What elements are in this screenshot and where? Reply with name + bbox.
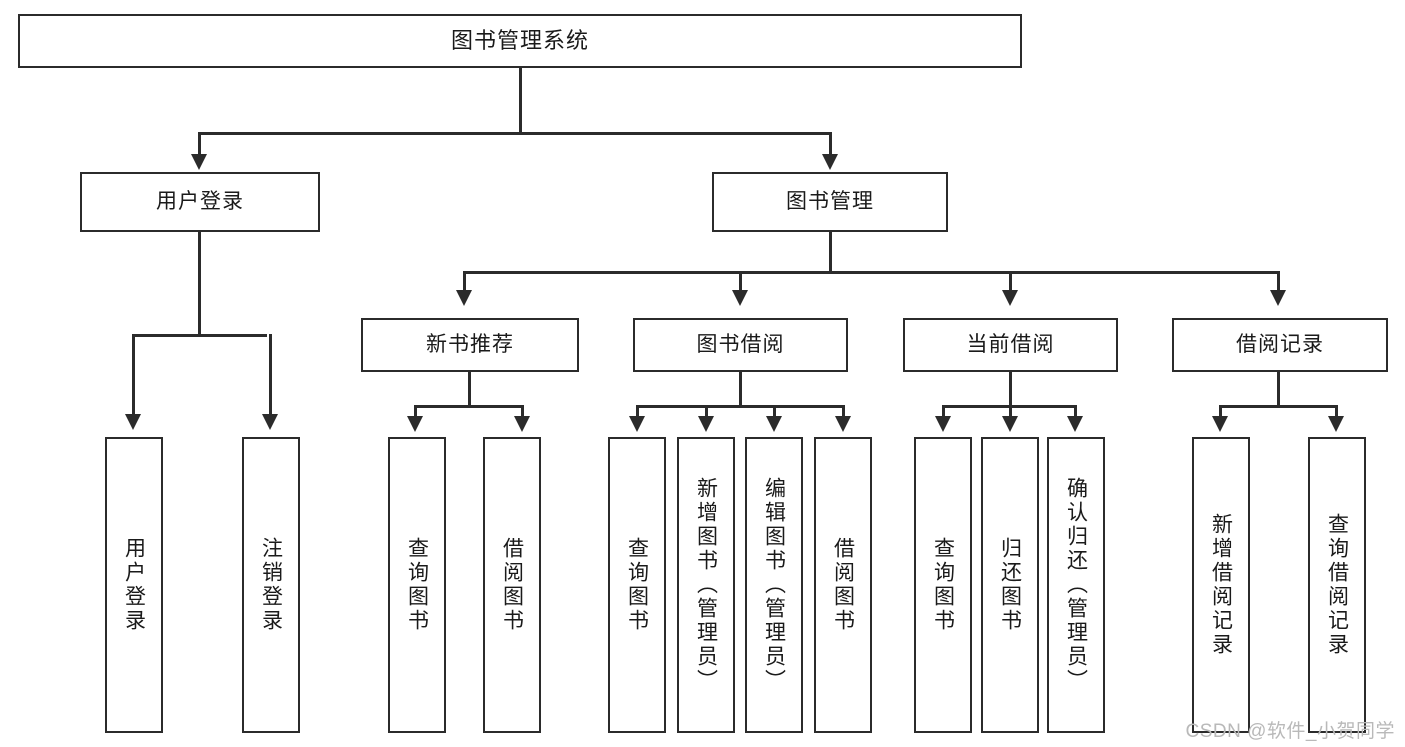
node-label: 当前借阅 <box>966 333 1055 357</box>
node-user-login[interactable]: 用户登录 <box>80 172 320 232</box>
leaf-edit-book-admin[interactable]: 编辑图书（管理员） <box>745 437 803 733</box>
node-label: 图书管理系统 <box>450 28 589 54</box>
connector-to-borrow-record <box>1277 271 1280 293</box>
node-current-borrow[interactable]: 当前借阅 <box>903 318 1118 372</box>
connector-new-book-stem <box>468 372 471 408</box>
node-label: 新书推荐 <box>426 333 514 357</box>
connector-user-login-drop-1 <box>132 334 135 418</box>
connector-book-borrow-drop-2 <box>705 405 708 419</box>
leaf-add-borrow-record[interactable]: 新增借阅记录 <box>1192 437 1250 733</box>
connector-user-login-bar <box>132 334 267 337</box>
arrow-book-borrow-leaf-4 <box>835 416 851 432</box>
arrow-to-book-manage <box>822 154 838 170</box>
connector-borrow-record-drop-1 <box>1219 405 1222 419</box>
connector-root-bar <box>198 132 832 135</box>
leaf-borrow-book-recommend[interactable]: 借阅图书 <box>483 437 541 733</box>
arrow-new-book-leaf-2 <box>514 416 530 432</box>
arrow-current-borrow-leaf-3 <box>1067 416 1083 432</box>
arrow-new-book-leaf-1 <box>407 416 423 432</box>
leaf-add-book-admin[interactable]: 新增图书（管理员） <box>677 437 735 733</box>
node-book-borrow[interactable]: 图书借阅 <box>633 318 848 372</box>
arrow-borrow-record-leaf-1 <box>1212 416 1228 432</box>
connector-new-book-drop-2 <box>521 405 524 419</box>
arrow-to-new-book <box>456 290 472 306</box>
node-label: 查询图书 <box>405 537 429 633</box>
arrow-book-borrow-leaf-3 <box>766 416 782 432</box>
connector-root-stem <box>519 68 522 134</box>
node-label: 借阅记录 <box>1236 333 1324 357</box>
node-label: 图书借阅 <box>696 333 785 357</box>
connector-user-login-drop-2 <box>269 334 272 418</box>
connector-to-current-borrow <box>1009 271 1012 293</box>
connector-current-borrow-stem <box>1009 372 1012 408</box>
node-label: 编辑图书（管理员） <box>762 477 786 693</box>
arrow-borrow-record-leaf-2 <box>1328 416 1344 432</box>
node-label: 用户登录 <box>156 190 244 214</box>
connector-to-user-login <box>198 132 201 158</box>
arrow-to-book-borrow <box>732 290 748 306</box>
arrow-to-current-borrow <box>1002 290 1018 306</box>
leaf-borrow-book[interactable]: 借阅图书 <box>814 437 872 733</box>
connector-borrow-record-drop-2 <box>1335 405 1338 419</box>
arrow-user-login-leaf-1 <box>125 414 141 430</box>
arrow-book-borrow-leaf-2 <box>698 416 714 432</box>
node-label: 归还图书 <box>998 537 1022 633</box>
connector-book-manage-stem <box>829 232 832 273</box>
connector-book-borrow-drop-3 <box>773 405 776 419</box>
arrow-user-login-leaf-2 <box>262 414 278 430</box>
node-label: 确认归还（管理员） <box>1064 477 1088 693</box>
connector-new-book-drop-1 <box>414 405 417 419</box>
connector-current-borrow-drop-2 <box>1009 405 1012 419</box>
connector-to-book-borrow <box>739 271 742 293</box>
connector-user-login-stem <box>198 232 201 337</box>
connector-borrow-record-bar <box>1219 405 1338 408</box>
node-borrow-record[interactable]: 借阅记录 <box>1172 318 1388 372</box>
leaf-query-borrow-record[interactable]: 查询借阅记录 <box>1308 437 1366 733</box>
arrow-to-borrow-record <box>1270 290 1286 306</box>
leaf-user-login[interactable]: 用户登录 <box>105 437 163 733</box>
connector-to-new-book <box>463 271 466 293</box>
arrow-current-borrow-leaf-1 <box>935 416 951 432</box>
node-label: 查询借阅记录 <box>1325 513 1349 657</box>
node-label: 查询图书 <box>931 537 955 633</box>
watermark-csdn: CSDN @软件_小贺同学 <box>1185 721 1395 742</box>
connector-book-borrow-drop-1 <box>636 405 639 419</box>
node-label: 图书管理 <box>786 190 874 214</box>
leaf-query-book[interactable]: 查询图书 <box>608 437 666 733</box>
leaf-user-logout[interactable]: 注销登录 <box>242 437 300 733</box>
connector-book-borrow-drop-4 <box>842 405 845 419</box>
connector-book-manage-bar <box>463 271 1280 274</box>
connector-current-borrow-drop-3 <box>1074 405 1077 419</box>
node-label: 借阅图书 <box>831 537 855 633</box>
leaf-return-book[interactable]: 归还图书 <box>981 437 1039 733</box>
node-book-management[interactable]: 图书管理 <box>712 172 948 232</box>
arrow-current-borrow-leaf-2 <box>1002 416 1018 432</box>
leaf-query-book-recommend[interactable]: 查询图书 <box>388 437 446 733</box>
node-label: 新增借阅记录 <box>1209 513 1233 657</box>
connector-current-borrow-drop-1 <box>942 405 945 419</box>
node-label: 查询图书 <box>625 537 649 633</box>
connector-book-borrow-bar <box>636 405 845 408</box>
arrow-to-user-login <box>191 154 207 170</box>
leaf-query-book-current[interactable]: 查询图书 <box>914 437 972 733</box>
node-label: 用户登录 <box>122 537 146 633</box>
connector-borrow-record-stem <box>1277 372 1280 408</box>
node-label: 借阅图书 <box>500 537 524 633</box>
node-root-system[interactable]: 图书管理系统 <box>18 14 1022 68</box>
node-label: 注销登录 <box>259 537 283 633</box>
connector-new-book-bar <box>414 405 524 408</box>
arrow-book-borrow-leaf-1 <box>629 416 645 432</box>
connector-book-borrow-stem <box>739 372 742 408</box>
node-label: 新增图书（管理员） <box>694 477 718 693</box>
connector-to-book-manage <box>829 132 832 158</box>
node-new-book-recommend[interactable]: 新书推荐 <box>361 318 579 372</box>
leaf-confirm-return-admin[interactable]: 确认归还（管理员） <box>1047 437 1105 733</box>
